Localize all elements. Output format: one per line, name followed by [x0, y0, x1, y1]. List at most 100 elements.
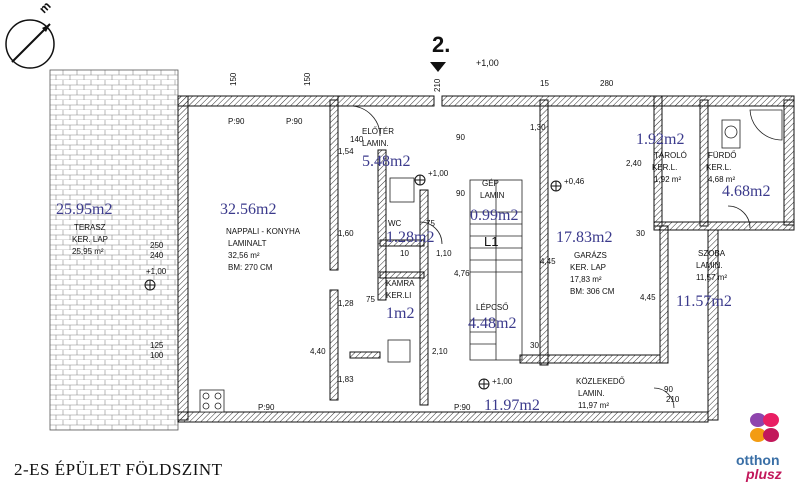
- stair-label: L1: [484, 234, 498, 249]
- room-name: KÖZLEKEDŐ: [576, 377, 625, 386]
- drawing-caption: 2-ES ÉPÜLET FÖLDSZINT: [14, 460, 223, 479]
- terrace-paving: [49, 69, 179, 431]
- level-value: +0,46: [564, 177, 585, 186]
- dim-label: 280: [600, 79, 614, 88]
- area-overlay: 11.57m2: [676, 293, 732, 310]
- level-markers: +1,00 +1,00 +0,46 +1,00: [144, 169, 585, 390]
- dim-label: 30: [530, 341, 539, 350]
- dim-label: P:90: [258, 403, 275, 412]
- room-area: 25,95 m²: [72, 247, 104, 256]
- room-floor: LAMIN.: [696, 261, 723, 270]
- logo-petals-icon: [750, 413, 779, 442]
- otthon-plusz-logo: otthon plusz: [734, 408, 794, 488]
- dim-label: 210: [666, 395, 680, 404]
- area-overlay: 1.92m2: [636, 131, 684, 148]
- dim-label: 1,28: [338, 299, 354, 308]
- dim-label: 4,45: [540, 257, 556, 266]
- room-floor: KER.L.: [652, 163, 677, 172]
- dim-label: 30: [636, 229, 645, 238]
- dimension-labels: P:90 P:90 P:90 P:90 250 240 125 100 1,54…: [150, 72, 680, 412]
- svg-text:m: m: [36, 0, 53, 16]
- level-value: +1,00: [428, 169, 449, 178]
- dim-label: 2,10: [432, 347, 448, 356]
- area-overlay: 4.48m2: [468, 315, 516, 332]
- level-marker-icon: [550, 180, 562, 192]
- room-name: SZOBA: [698, 249, 726, 258]
- level-value: +1,00: [146, 267, 167, 276]
- room-name: TÁROLÓ: [654, 151, 687, 160]
- dim-label: 150: [229, 72, 238, 86]
- room-area: 32,56 m²: [228, 251, 260, 260]
- room-name: FÜRDŐ: [708, 151, 736, 160]
- room-name: WC: [388, 219, 402, 228]
- area-overlay: 1.28m2: [386, 229, 434, 246]
- dim-label: 4,45: [640, 293, 656, 302]
- room-height: BM: 306 CM: [570, 287, 615, 296]
- area-overlay: 25.95m2: [56, 201, 112, 218]
- room-floor: KER. LAP: [72, 235, 108, 244]
- room-floor: KER.L.: [706, 163, 731, 172]
- building-number: 2.: [432, 32, 450, 57]
- staircase: [469, 179, 523, 361]
- dim-label: 10: [400, 249, 409, 258]
- entrance-arrow-icon: [430, 62, 446, 72]
- level-marker-icon: [414, 174, 426, 186]
- dim-label: 1,10: [436, 249, 452, 258]
- dim-label: 250: [150, 241, 164, 250]
- room-floor: KER.LI: [386, 291, 411, 300]
- room-height: BM: 270 CM: [228, 263, 273, 272]
- room-floor: LAMIN: [480, 191, 505, 200]
- dim-label: 140: [350, 135, 364, 144]
- door-swings: [349, 105, 751, 409]
- dim-label: 90: [456, 189, 465, 198]
- dim-label: 1,60: [338, 229, 354, 238]
- room-area: 4,68 m²: [708, 175, 735, 184]
- room-name: KAMRA: [386, 279, 415, 288]
- dim-label: 4,40: [310, 347, 326, 356]
- room-area: 17,83 m²: [570, 275, 602, 284]
- room-floor: LAMIN.: [362, 139, 389, 148]
- dim-label: 75: [366, 295, 375, 304]
- dim-label: 1,83: [338, 375, 354, 384]
- room-name: GÉP: [482, 179, 499, 188]
- room-name: NAPPALI - KONYHA: [226, 227, 301, 236]
- room-area: 11,57 m²: [696, 273, 727, 282]
- room-name: GARÁZS: [574, 251, 607, 260]
- level-marker-icon: [144, 279, 156, 291]
- room-name: TERASZ: [74, 223, 106, 232]
- room-floor: LAMIN.: [578, 389, 605, 398]
- dim-label: 15: [540, 79, 549, 88]
- area-overlay: 0.99m2: [470, 207, 518, 224]
- room-area: 11,97 m²: [578, 401, 609, 410]
- dim-label: 1,54: [338, 147, 354, 156]
- fixtures: [199, 109, 783, 413]
- dim-label: 240: [150, 251, 164, 260]
- area-overlay: 1m2: [386, 305, 414, 322]
- area-overlays: 25.95m2 32.56m2 5.48m2 1.28m2 1m2 0.99m2…: [56, 131, 770, 414]
- dim-label: 100: [150, 351, 164, 360]
- area-overlay: 32.56m2: [220, 201, 276, 218]
- dim-label: P:90: [228, 117, 245, 126]
- room-floor: LAMINALT: [228, 239, 267, 248]
- area-overlay: 5.48m2: [362, 153, 410, 170]
- dim-label: 90: [664, 385, 673, 394]
- dim-label: 125: [150, 341, 164, 350]
- logo-text-line2: plusz: [746, 466, 782, 482]
- area-overlay: 11.97m2: [484, 397, 540, 414]
- room-floor: KER. LAP: [570, 263, 606, 272]
- room-name: LÉPCSŐ: [476, 303, 508, 312]
- room-labels: TERASZ KER. LAP 25,95 m² NAPPALI - KONYH…: [72, 127, 736, 410]
- elevation-top: +1,00: [476, 58, 499, 68]
- dim-label: 210: [433, 78, 442, 92]
- level-marker-icon: [478, 378, 490, 390]
- area-overlay: 4.68m2: [722, 183, 770, 200]
- dim-label: 4,76: [454, 269, 470, 278]
- room-name: ELŐTÉR: [362, 127, 394, 136]
- exterior-walls: [177, 95, 795, 423]
- north-arrow-icon: m: [5, 0, 55, 69]
- area-overlay: 17.83m2: [556, 229, 612, 246]
- dim-label: 150: [303, 72, 312, 86]
- room-area: 1,92 m²: [654, 175, 681, 184]
- dim-label: 2,40: [626, 159, 642, 168]
